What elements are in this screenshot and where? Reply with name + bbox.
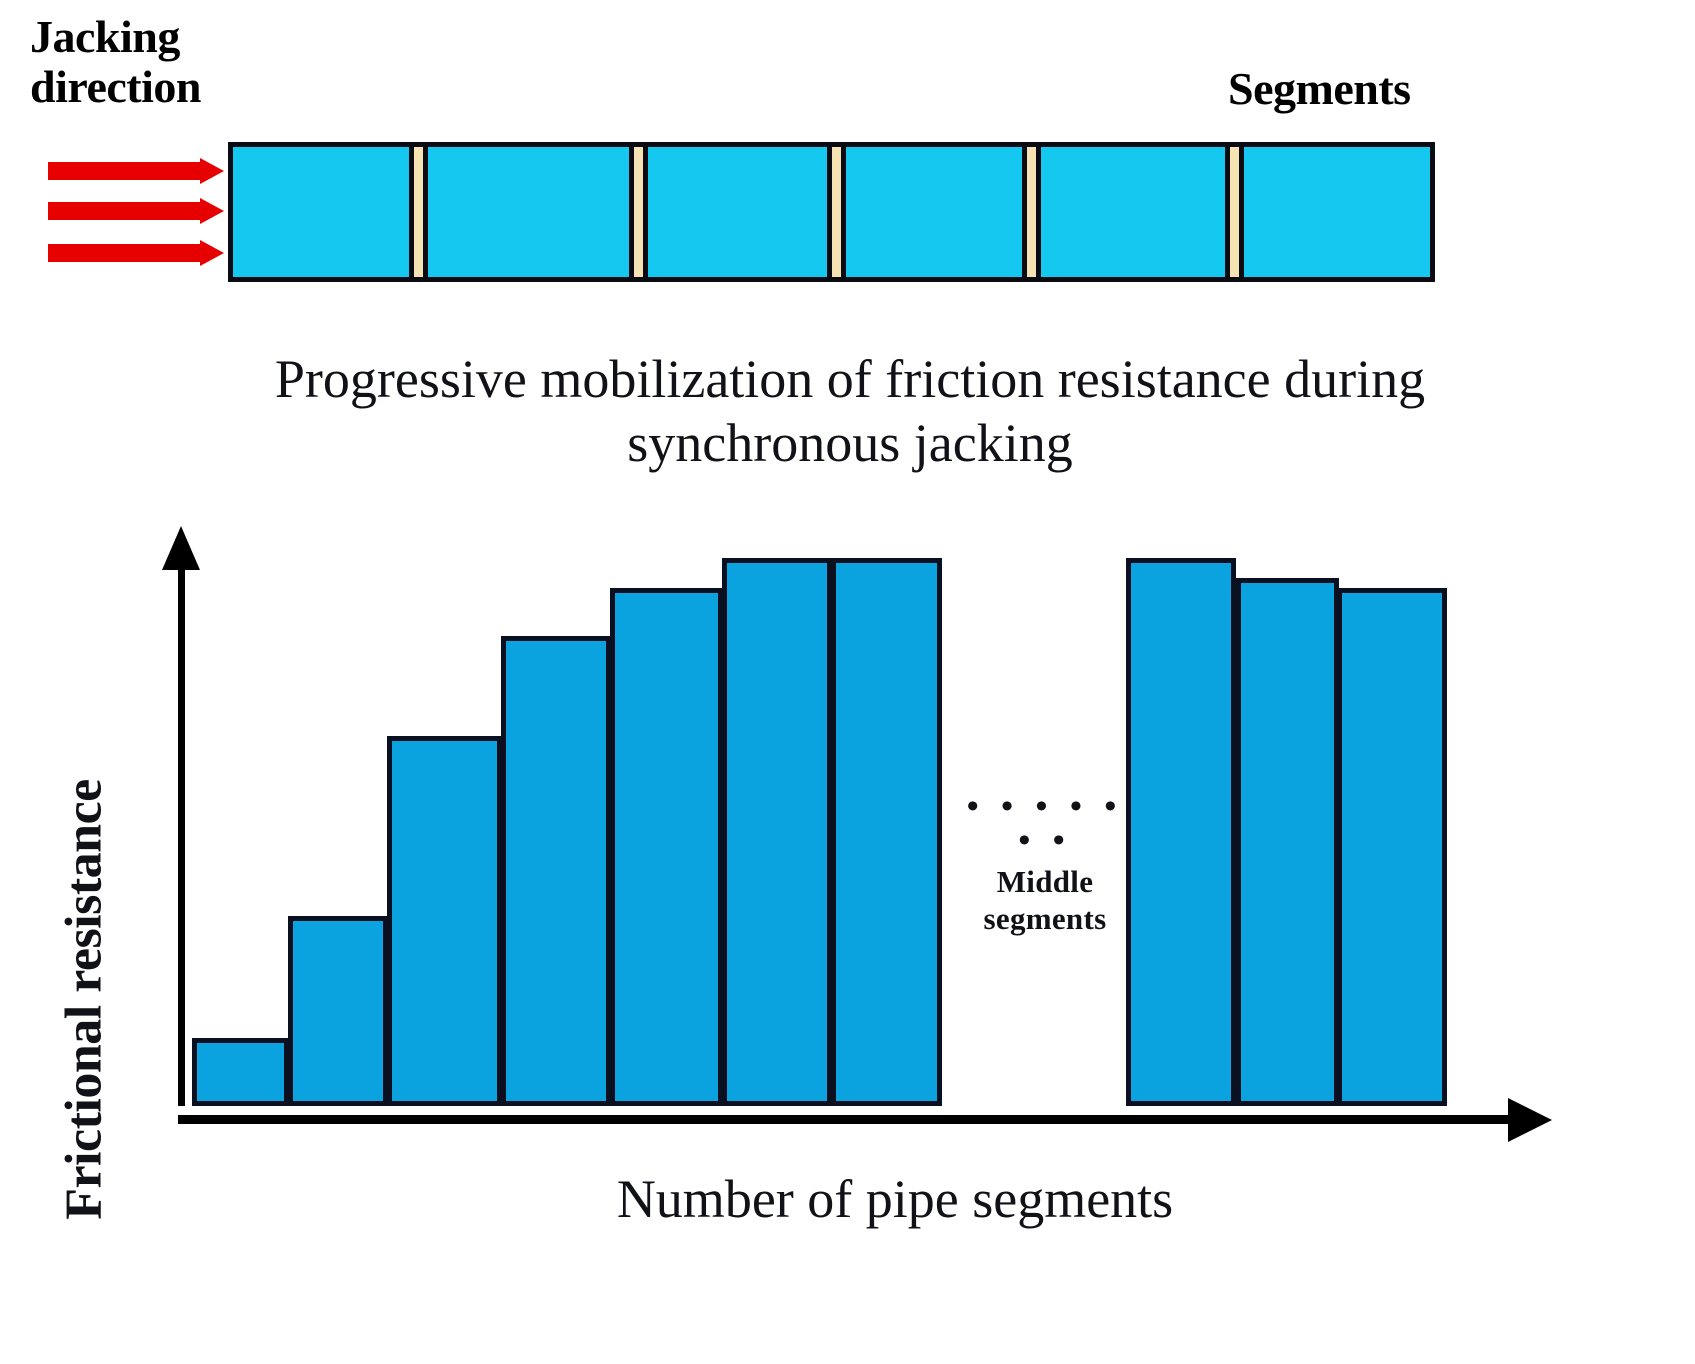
bar (831, 558, 942, 1106)
middle-segments-annotation: • • • • • • • Middle segments (955, 790, 1135, 937)
bar (1337, 588, 1447, 1106)
pipe-segment (1239, 142, 1435, 282)
bar (610, 588, 723, 1106)
middle-segments-line1: Middle (996, 864, 1094, 899)
segments-label: Segments (1228, 63, 1411, 114)
arrow-shaft (48, 202, 203, 220)
y-axis-line (178, 560, 185, 1106)
bar (192, 1038, 289, 1106)
bar (288, 916, 388, 1106)
bar (1126, 558, 1236, 1106)
bar-group (0, 500, 1695, 1106)
pipe-segment-string (228, 142, 1435, 282)
y-axis-arrow-icon (162, 526, 200, 570)
right-arrow-icon (48, 158, 226, 184)
pipe-segment (423, 142, 634, 282)
middle-segments-label: Middle segments (955, 864, 1135, 937)
x-axis-line (178, 1115, 1518, 1124)
bar (501, 636, 611, 1106)
bar (1236, 578, 1339, 1106)
arrow-head (200, 198, 224, 224)
pipe-joint (634, 142, 643, 282)
ellipsis-dots-icon: • • • • • • • (966, 788, 1124, 859)
pipe-joint (1230, 142, 1239, 282)
pipe-segment (228, 142, 414, 282)
right-arrow-icon (48, 240, 226, 266)
caption-line-1: Progressive mobilization of friction res… (274, 349, 1426, 409)
pipe-segment (841, 142, 1027, 282)
x-axis-label: Number of pipe segments (616, 1169, 1174, 1229)
arrow-head (200, 240, 224, 266)
right-arrow-icon (48, 198, 226, 224)
arrow-shaft (48, 162, 203, 180)
arrow-head (200, 158, 224, 184)
pipe-joint (832, 142, 841, 282)
jacking-direction-line2: direction (30, 60, 201, 112)
figure-caption: Progressive mobilization of friction res… (150, 348, 1550, 475)
jacking-direction-line1: Jacking (30, 11, 180, 62)
caption-line-2: synchronous jacking (627, 412, 1073, 473)
arrow-shaft (48, 244, 203, 262)
friction-bar-chart: Frictional resistance • • • • • • • Midd… (0, 500, 1695, 1364)
pipe-joint (414, 142, 423, 282)
x-axis-arrow-icon (1508, 1098, 1552, 1142)
pipe-segment (1036, 142, 1230, 282)
pipe-segment (643, 142, 832, 282)
bar (387, 736, 502, 1106)
pipe-joint (1027, 142, 1036, 282)
middle-segments-line2: segments (983, 900, 1107, 936)
jacking-direction-label: Jacking direction (30, 12, 201, 111)
bar (722, 558, 832, 1106)
